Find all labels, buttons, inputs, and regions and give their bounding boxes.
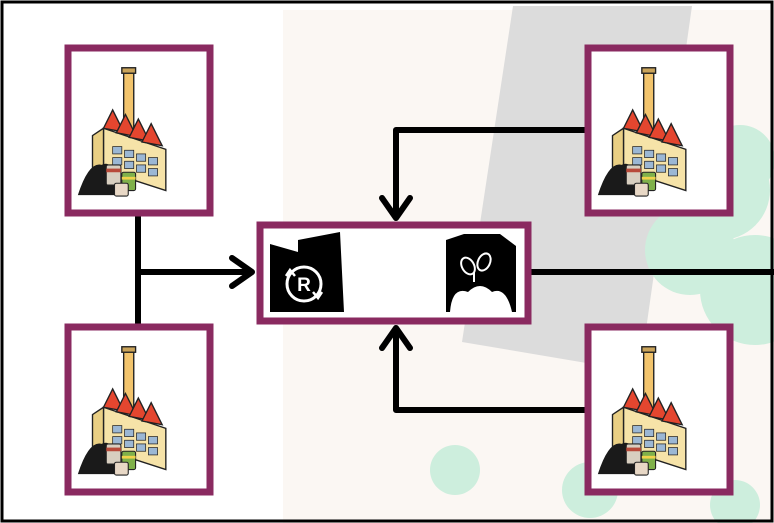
factory-top-right <box>584 44 734 217</box>
top-arrowhead <box>379 195 413 221</box>
processing-hub: R <box>256 221 532 325</box>
factory-bottom-left <box>64 323 214 496</box>
bottom-right-feed-line <box>393 330 592 413</box>
left-arrowhead <box>229 255 255 289</box>
recycle-facility-icon: R <box>270 232 344 312</box>
factory-top-left <box>64 44 214 217</box>
bottom-arrowhead <box>379 325 413 351</box>
top-right-feed-line <box>393 127 592 215</box>
organic-facility-icon <box>446 234 516 312</box>
recycle-letter: R <box>297 275 311 296</box>
factory-bottom-right <box>584 323 734 496</box>
